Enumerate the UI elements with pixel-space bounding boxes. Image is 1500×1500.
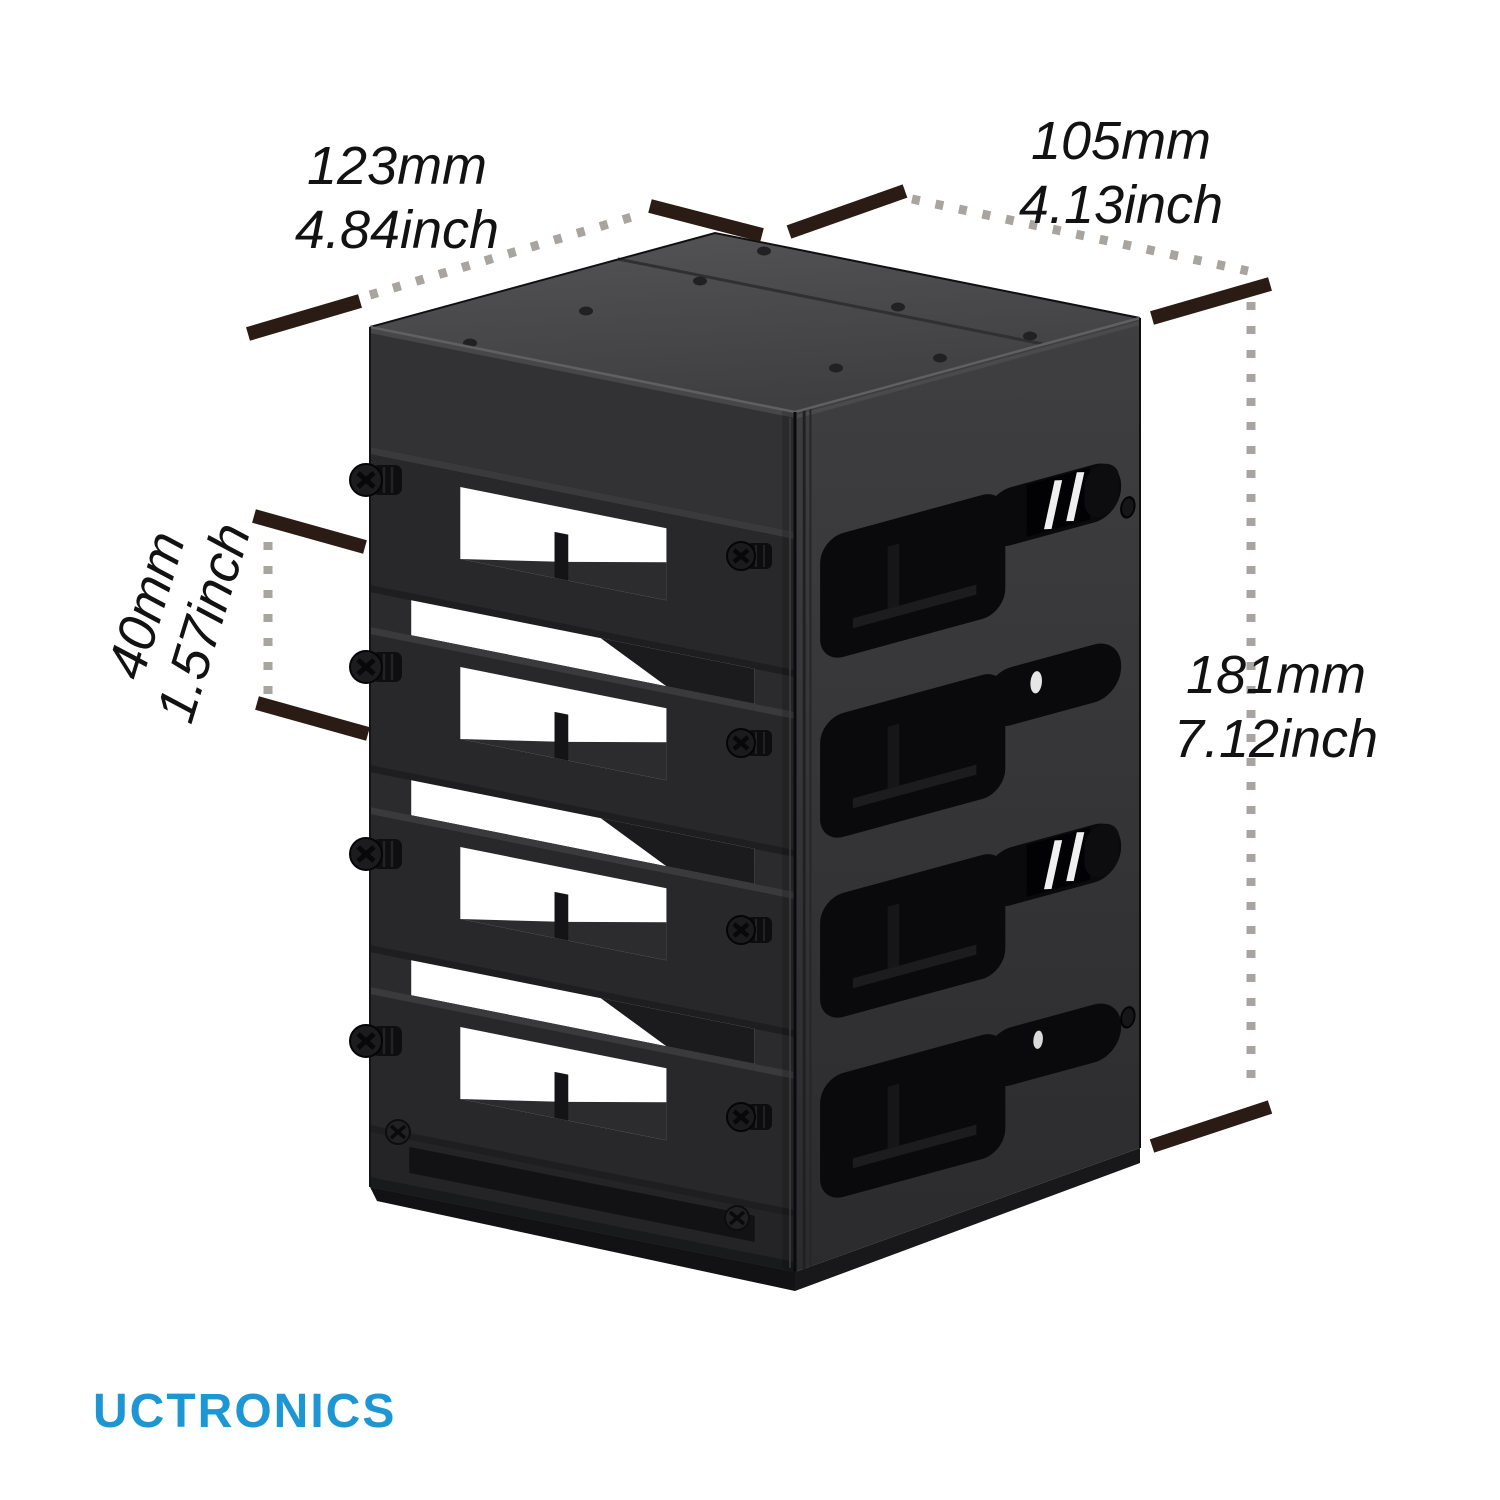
base-lip-right bbox=[795, 1148, 1140, 1291]
base-screws bbox=[385, 1119, 750, 1231]
dimension-width-label: 123mm 4.84inch bbox=[197, 134, 597, 262]
thumbscrews-left bbox=[349, 463, 402, 1058]
dimension-height-label: 181mm 7.12inch bbox=[1076, 643, 1476, 771]
dimension-tick-marks bbox=[246, 184, 1273, 1153]
dimension-dashed-lines bbox=[263, 194, 1256, 1092]
dimension-depth-label: 105mm 4.13inch bbox=[921, 109, 1321, 237]
thumbscrews-right bbox=[726, 541, 772, 1132]
top-screw-holes bbox=[463, 246, 1037, 373]
dimension-height-mm: 181mm bbox=[1185, 645, 1367, 705]
dimension-width-mm: 123mm bbox=[306, 136, 488, 196]
rack-left-face bbox=[370, 327, 795, 1272]
rack-top-face bbox=[370, 233, 1140, 412]
brand-logo: UCTRONICS bbox=[93, 1385, 397, 1438]
base-lip-left bbox=[370, 1187, 795, 1291]
rack-edges bbox=[369, 231, 1141, 1272]
side-rivets bbox=[1120, 496, 1136, 1029]
depth-dashed-line bbox=[911, 194, 1249, 276]
dimension-height-inch: 7.12inch bbox=[1173, 709, 1379, 769]
rack-right-face-detail bbox=[795, 320, 1140, 1272]
dimension-depth-inch: 4.13inch bbox=[1018, 175, 1224, 235]
dimension-width-inch: 4.84inch bbox=[294, 200, 500, 260]
dimension-depth-mm: 105mm bbox=[1030, 111, 1212, 171]
